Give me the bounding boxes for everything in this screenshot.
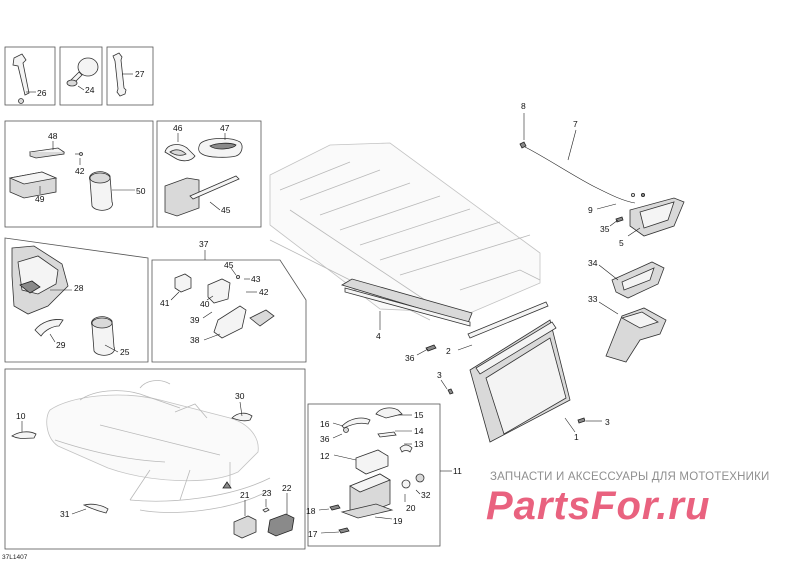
callout-45: 45 <box>224 260 234 270</box>
callout-38: 38 <box>190 335 200 345</box>
callout-39: 39 <box>190 315 200 325</box>
box-snowmobile: 10 30 31 21 23 22 <box>4 368 306 550</box>
callout-49: 49 <box>35 194 45 204</box>
callout-26: 26 <box>37 88 47 98</box>
box-latch-11: 11 15 16 36 14 13 12 32 20 19 18 17 <box>306 403 462 547</box>
callout-1: 1 <box>574 432 579 442</box>
callout-18: 18 <box>306 506 316 516</box>
main-exploded-view: 4 2 36 1 3 3 8 7 5 <box>269 101 685 443</box>
callout-37: 37 <box>199 239 209 249</box>
callout-45: 45 <box>221 205 231 215</box>
callout-11: 11 <box>453 466 462 476</box>
callout-21: 21 <box>240 490 250 500</box>
callout-10: 10 <box>16 411 26 421</box>
callout-42: 42 <box>259 287 269 297</box>
callout-7: 7 <box>573 119 578 129</box>
watermark-caption: ЗАПЧАСТИ И АКСЕССУАРЫ ДЛЯ МОТОТЕХНИКИ <box>490 471 770 483</box>
callout-30: 30 <box>235 391 245 401</box>
callout-4: 4 <box>376 331 381 341</box>
box-wrench-26: 26 <box>4 46 56 106</box>
callout-43: 43 <box>251 274 261 284</box>
drawing-id: 37L1407 <box>2 554 28 561</box>
callout-28: 28 <box>74 283 84 293</box>
box-cover-48: 48 42 49 50 <box>4 120 154 228</box>
callout-48: 48 <box>48 131 58 141</box>
callout-15: 15 <box>414 410 424 420</box>
callout-36: 36 <box>320 434 330 444</box>
callout-35: 35 <box>600 224 610 234</box>
callout-36: 36 <box>405 353 415 363</box>
callout-3: 3 <box>605 417 610 427</box>
callout-8: 8 <box>521 101 526 111</box>
callout-12: 12 <box>320 451 330 461</box>
callout-41: 41 <box>160 298 170 308</box>
callout-14: 14 <box>414 426 424 436</box>
callout-33: 33 <box>588 294 598 304</box>
callout-42: 42 <box>75 166 85 176</box>
box-wrench-27: 27 <box>106 46 154 106</box>
callout-27: 27 <box>135 69 145 79</box>
callout-19: 19 <box>393 516 403 526</box>
callout-20: 20 <box>406 503 416 513</box>
callout-9: 9 <box>588 205 593 215</box>
callout-31: 31 <box>60 509 70 519</box>
callout-25: 25 <box>120 347 130 357</box>
callout-40: 40 <box>200 299 210 309</box>
callout-46: 46 <box>173 123 183 133</box>
callout-47: 47 <box>220 123 230 133</box>
callout-34: 34 <box>588 258 598 268</box>
callout-22: 22 <box>282 483 292 493</box>
box-bracket-37: 37 45 43 42 41 40 39 38 <box>151 239 307 363</box>
callout-24: 24 <box>85 85 95 95</box>
box-tool-24: 24 <box>59 46 103 106</box>
callout-13: 13 <box>414 439 424 449</box>
box-strap-46: 46 47 45 <box>156 120 262 228</box>
callout-16: 16 <box>320 419 330 429</box>
callout-17: 17 <box>308 529 318 539</box>
callout-50: 50 <box>136 186 146 196</box>
watermark-logo: PartsFor.ru <box>486 484 711 528</box>
box-panel-28: 28 29 25 <box>4 237 149 363</box>
callout-23: 23 <box>262 488 272 498</box>
callout-2: 2 <box>446 346 451 356</box>
callout-5: 5 <box>619 238 624 248</box>
callout-29: 29 <box>56 340 66 350</box>
callout-3: 3 <box>437 370 442 380</box>
callout-32: 32 <box>421 490 431 500</box>
